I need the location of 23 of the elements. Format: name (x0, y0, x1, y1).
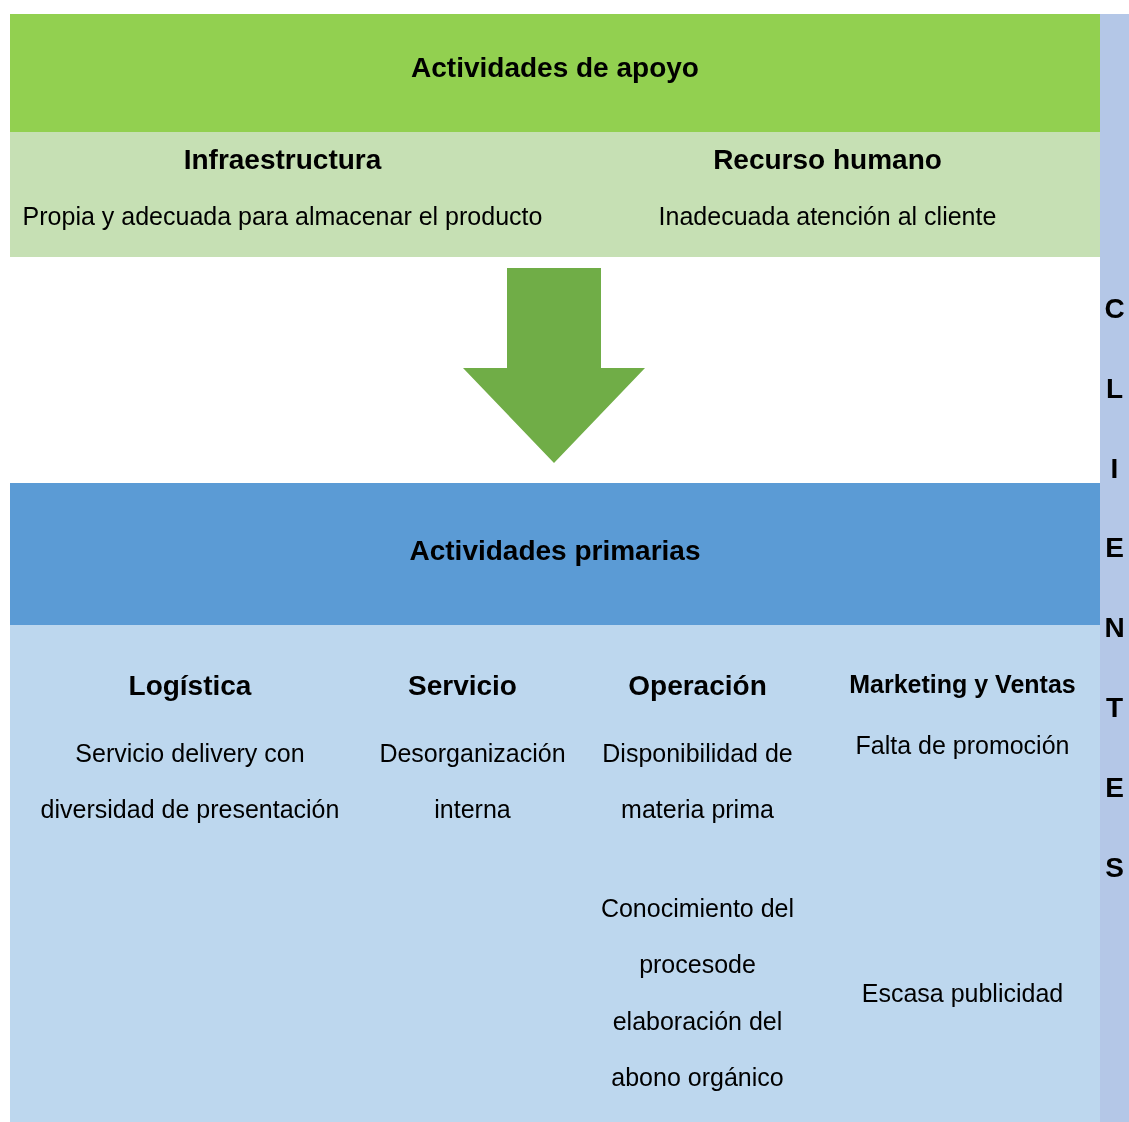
heading: Logística (127, 670, 253, 702)
vertical-label: CLIENTES (1104, 292, 1125, 885)
support-band (10, 132, 1100, 257)
description: Servicio delivery con diversidad de presentación (39, 738, 341, 826)
heading: Actividades de apoyo (410, 52, 700, 84)
description: Propia y adecuada para almacenar el producto (21, 202, 544, 231)
description: Desorganización interna (378, 738, 567, 826)
heading: Operación (627, 670, 768, 702)
block-arrow (463, 268, 645, 463)
description: Conocimiento del procesode elaboración del abono orgánico (599, 893, 796, 1093)
header-band (10, 483, 1100, 625)
header-band (10, 14, 1100, 132)
description: Falta de promoción (854, 730, 1071, 761)
heading: Infraestructura (182, 144, 383, 176)
description: Disponibilidad de materia prima (601, 738, 794, 826)
heading: Marketing y Ventas (848, 670, 1077, 699)
description: Inadecuada atención al cliente (657, 202, 998, 231)
primary-band (10, 625, 1100, 1122)
heading: Actividades primarias (408, 535, 702, 567)
heading: Recurso humano (712, 144, 943, 176)
side-band (1100, 14, 1129, 1122)
heading: Servicio (407, 670, 518, 702)
description: Escasa publicidad (860, 978, 1065, 1009)
